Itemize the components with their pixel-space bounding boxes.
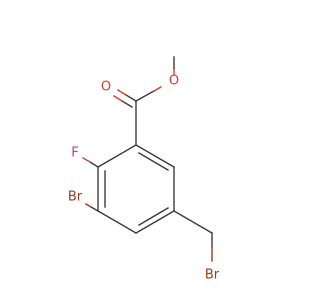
- ring-bond: [97, 210, 137, 234]
- ester-single-bond: [153, 86, 162, 92]
- ring-double-bond: [138, 152, 169, 171]
- carbonyl-double-bond: [117, 89, 127, 96]
- carbonyl-double-bond: [121, 100, 133, 108]
- carbonyl-oxygen-label: O: [101, 80, 111, 95]
- ring-bromine-bond: [90, 206, 99, 212]
- fluoro-substituent: F: [71, 146, 99, 168]
- fluorine-label: F: [71, 146, 78, 161]
- ring-double-bond: [138, 207, 169, 226]
- fluorine-bond: [82, 157, 91, 163]
- ring-bromine-label: Br: [68, 190, 83, 205]
- ester-oxygen-label: O: [169, 74, 179, 89]
- benzene-ring: [97, 144, 175, 234]
- bromomethyl-substituent: Br: [173, 210, 220, 283]
- ring-bond: [135, 144, 175, 168]
- ester-single-bond: [135, 90, 155, 102]
- fluorine-bond: [89, 161, 99, 168]
- ring-bond: [135, 210, 175, 234]
- benzylic-bond: [173, 210, 213, 234]
- ring-bromine-bond: [85, 203, 92, 208]
- bromo-substituent: Br: [68, 190, 99, 212]
- ring-bond: [97, 144, 137, 168]
- methyl-bromine-label: Br: [205, 268, 220, 283]
- ester-group: O O: [101, 56, 179, 146]
- carbonyl-double-bond: [113, 95, 123, 102]
- carbonyl-double-bond: [125, 94, 137, 102]
- molecule-structure: O O F Br Br: [68, 56, 220, 283]
